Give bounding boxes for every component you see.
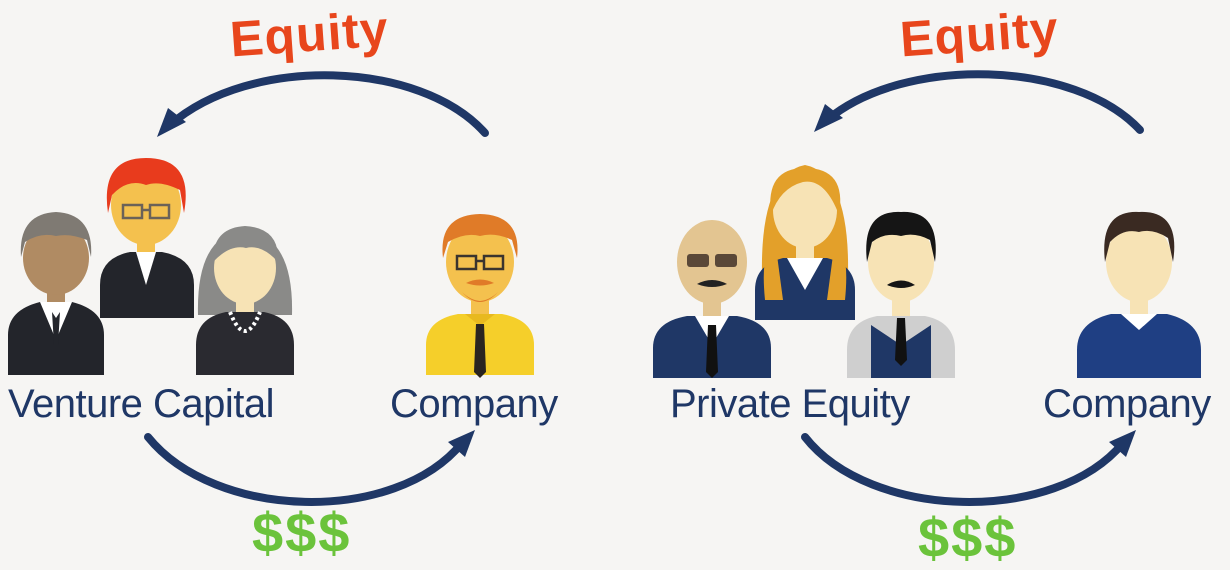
- businessman-icon: [8, 212, 104, 375]
- private-equity-label: Private Equity: [670, 382, 910, 426]
- equity-label: Equity: [898, 0, 1061, 68]
- bearded-man-yellow-shirt-icon: [426, 214, 534, 378]
- company-label: Company: [390, 382, 558, 426]
- grey-haired-woman-icon: [196, 226, 294, 375]
- bald-man-sunglasses-icon: [653, 220, 771, 378]
- private-equity-art: [653, 70, 1201, 506]
- man-blue-sweater-icon: [1077, 211, 1201, 378]
- venture-capital-panel: Equity Venture Capital Company $$$: [8, 0, 558, 564]
- equity-label: Equity: [228, 0, 391, 68]
- redhead-woman-icon: [100, 158, 194, 318]
- money-label: $$$: [918, 506, 1018, 569]
- mustached-man-vest-icon: [847, 211, 955, 378]
- venture-capital-art: [8, 71, 534, 506]
- equity-flow-arrow: [157, 71, 489, 137]
- money-flow-arrow: [144, 430, 475, 506]
- venture-capital-label: Venture Capital: [8, 382, 275, 426]
- money-label: $$$: [252, 501, 352, 564]
- blonde-woman-icon: [755, 165, 855, 320]
- equity-flow-arrow: [814, 70, 1144, 134]
- private-equity-panel: Equity Private Equity Company $$$: [615, 0, 1230, 570]
- money-flow-arrow: [801, 430, 1136, 506]
- company-label: Company: [1043, 382, 1211, 426]
